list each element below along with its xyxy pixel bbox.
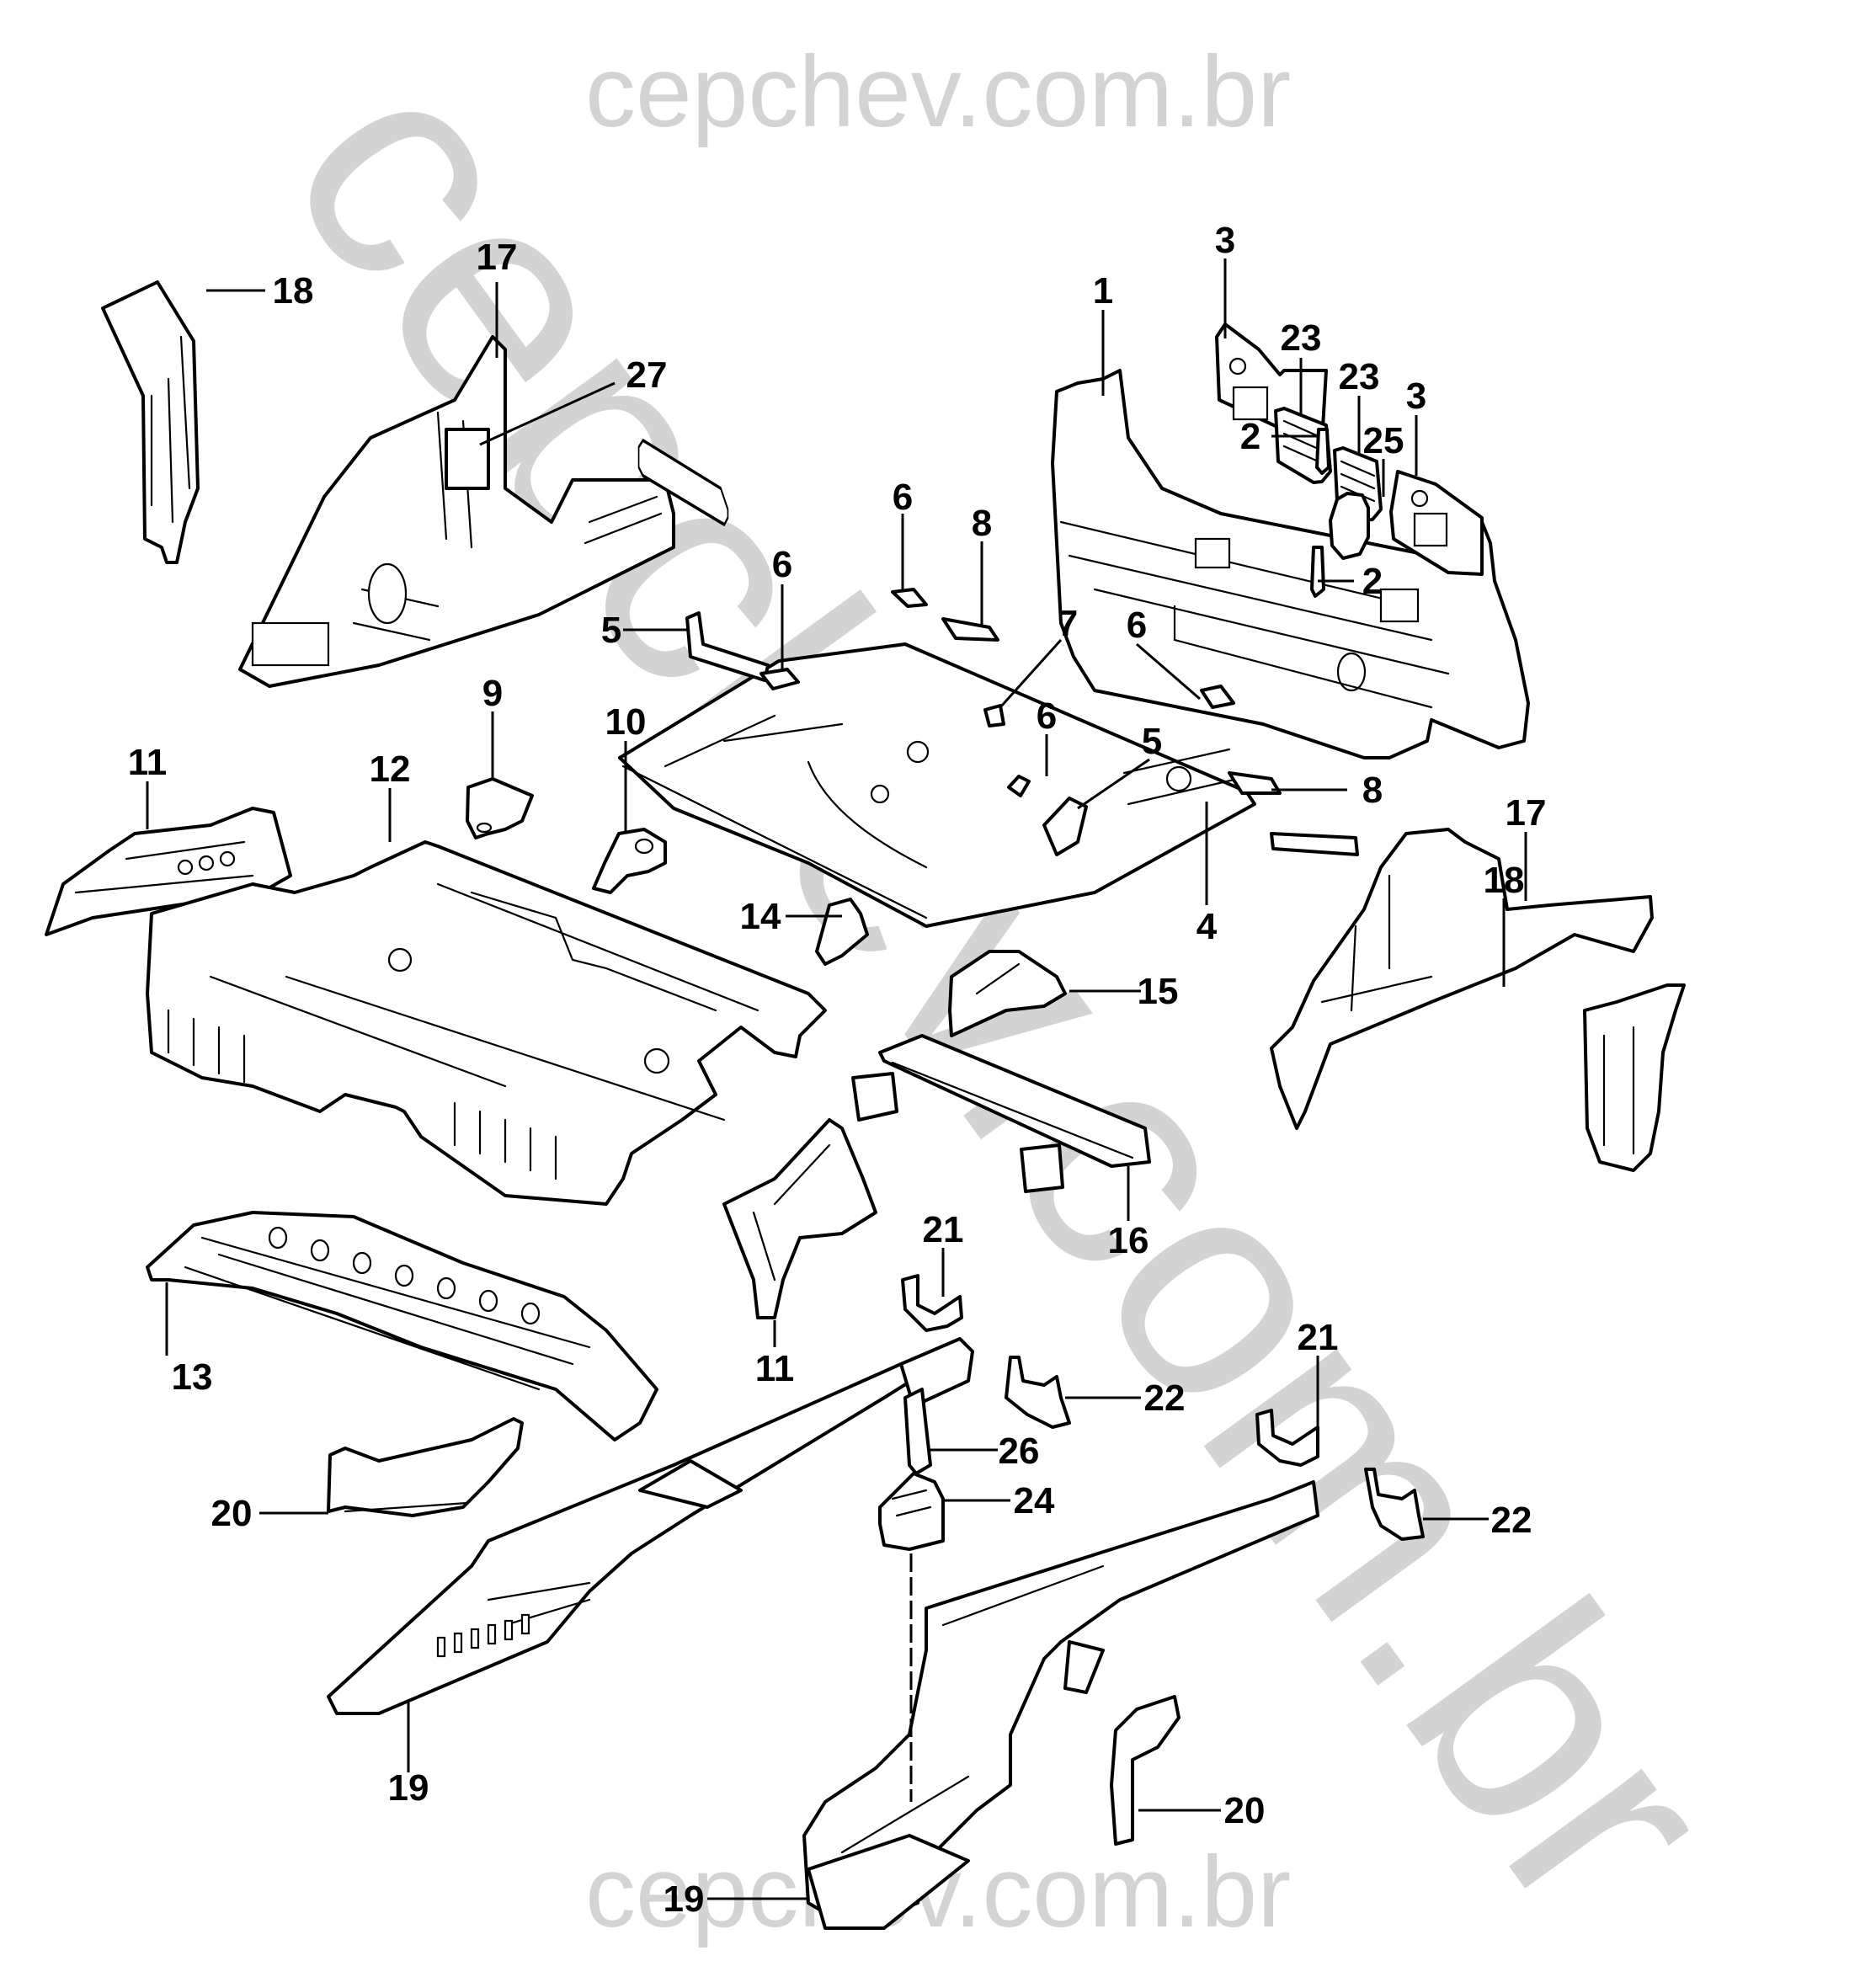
part-front-rail-right[interactable] [802,1480,1319,1930]
callout-12[interactable]: 12 [370,749,411,790]
callout-5-left[interactable]: 5 [601,610,621,651]
callout-6-right[interactable]: 6 [1127,605,1147,646]
callout-19-left[interactable]: 19 [388,1767,429,1809]
callout-11-center[interactable]: 11 [755,1348,795,1389]
part-floor-gusset-large[interactable] [948,950,1067,1037]
part-rear-floor-panel[interactable] [618,642,1256,928]
callout-26[interactable]: 26 [999,1431,1040,1472]
callout-20-right[interactable]: 20 [1224,1790,1266,1831]
part-small-bracket-left[interactable] [1315,428,1330,475]
part-floor-extension-left[interactable] [45,807,292,936]
callout-8-right[interactable]: 8 [1362,770,1383,811]
parts [45,280,1686,1930]
callout-1[interactable]: 1 [1093,270,1113,312]
callout-3-left[interactable]: 3 [1215,220,1235,261]
part-hinge-pillar-left[interactable] [101,280,200,564]
callout-15[interactable]: 15 [1138,971,1179,1012]
part-floor-extension-center[interactable] [722,1118,877,1319]
callout-6-center[interactable]: 6 [1037,695,1057,737]
leader-27 [479,381,616,446]
leader-7 [999,638,1063,709]
leader-lines [146,258,1527,1900]
callout-21-left[interactable]: 21 [923,1209,964,1250]
part-hinge-pillar-right[interactable] [1583,983,1686,1172]
callout-16[interactable]: 16 [1108,1220,1149,1261]
leader-6-right [1136,642,1201,701]
callout-3-right[interactable]: 3 [1406,376,1426,417]
part-floor-bracket-left[interactable] [685,611,770,682]
callout-18-left[interactable]: 18 [273,270,314,312]
part-small-bracket-right[interactable] [1310,546,1325,598]
part-mount-bracket-left[interactable] [901,1274,963,1332]
callout-23-left[interactable]: 23 [1281,317,1322,359]
part-wheelhouse-left[interactable] [238,335,675,688]
callout-24[interactable]: 24 [1014,1480,1055,1521]
part-front-floor-panel[interactable] [146,840,827,1206]
callout-19-right[interactable]: 19 [664,1878,705,1920]
part-floor-plate-top[interactable] [941,617,999,642]
callout-23-right[interactable]: 23 [1339,356,1380,397]
part-seat-anchor-bracket[interactable] [466,777,534,839]
part-rear-panel-plate[interactable] [1329,492,1370,560]
part-seat-anchor-plate[interactable] [592,828,667,894]
callout-2-right[interactable]: 2 [1362,561,1383,602]
part-clip-center[interactable] [1007,775,1031,797]
callout-18-right[interactable]: 18 [1484,860,1525,901]
callout-4[interactable]: 4 [1196,906,1218,947]
part-mount-bracket-right[interactable] [1255,1409,1319,1467]
part-floor-bracket-center[interactable] [1042,797,1088,856]
part-dash-cowl-panel[interactable] [146,1211,658,1441]
part-clip-left[interactable] [759,668,800,690]
part-rail-extension-left[interactable] [327,1417,524,1517]
callout-27[interactable]: 27 [626,354,668,396]
callout-8-top[interactable]: 8 [972,503,992,544]
callout-21-right[interactable]: 21 [1298,1317,1339,1358]
part-front-rail-left[interactable] [327,1362,913,1715]
part-floor-crossmember[interactable] [851,1034,1151,1193]
part-reinforcement-plate-right[interactable] [1389,470,1484,576]
part-clip-right[interactable] [1200,685,1235,709]
watermark-top: cepchev.com.br [585,35,1291,148]
part-rail-bracket-left[interactable] [1005,1356,1071,1429]
part-floor-clip[interactable] [983,704,1005,727]
callout-9[interactable]: 9 [482,673,503,714]
callout-5-center[interactable]: 5 [1142,721,1162,762]
callout-17-right[interactable]: 17 [1506,792,1547,834]
callout-6-left[interactable]: 6 [772,544,792,585]
callout-14[interactable]: 14 [740,896,781,937]
callout-2-left[interactable]: 2 [1240,416,1260,457]
callout-labels: 18 17 27 1 3 23 23 3 2 2 25 6 6 8 7 6 6 … [128,220,1547,1920]
part-rail-extension-right[interactable] [1110,1695,1180,1846]
callout-13[interactable]: 13 [172,1356,213,1398]
part-wheelhouse-right[interactable] [1270,828,1654,1130]
part-rail-bracket-right[interactable] [1364,1468,1425,1541]
part-clip-top[interactable] [891,588,928,608]
callout-25[interactable]: 25 [1363,420,1404,461]
part-wheelhouse-bracket[interactable] [445,428,490,490]
leader-5-center [1077,758,1150,810]
part-control-module[interactable] [878,1472,945,1551]
callout-20-left[interactable]: 20 [211,1493,253,1534]
callout-7[interactable]: 7 [1058,603,1078,644]
callout-17-left[interactable]: 17 [477,237,518,278]
part-rail-hook[interactable] [899,1337,974,1475]
callout-11-left[interactable]: 11 [128,742,168,783]
part-floor-plate-right[interactable] [1228,771,1282,795]
part-rear-end-panel[interactable] [1051,369,1530,759]
callout-10[interactable]: 10 [605,701,647,743]
callout-22-right[interactable]: 22 [1491,1500,1532,1541]
callout-22-left[interactable]: 22 [1144,1378,1186,1419]
callout-6-top[interactable]: 6 [893,477,913,518]
